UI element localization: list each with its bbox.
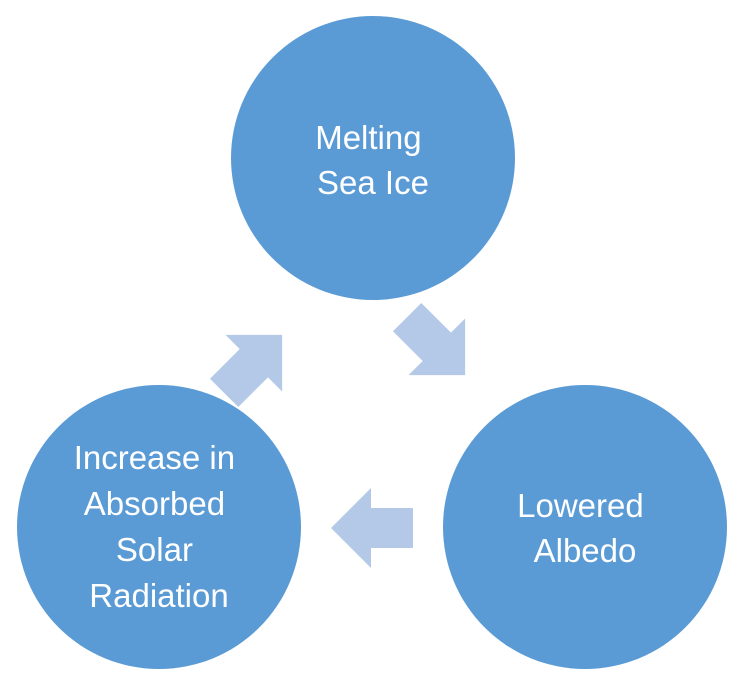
- node-label-line: Solar: [116, 531, 193, 568]
- cycle-arrows: [209, 302, 466, 568]
- node-label-line: Absorbed: [84, 485, 225, 522]
- node-increase-absorbed-solar-radiation: Increase in Absorbed Solar Radiation: [17, 385, 301, 669]
- svg-text:Increase in Absorbed: Increase in Absorbed Solar Radiation: [74, 439, 245, 614]
- node-melting-sea-ice: Melting Sea Ice: [231, 16, 515, 300]
- node-label-line: Increase in: [74, 439, 235, 476]
- arrow-melting-to-albedo: [392, 302, 466, 376]
- node-circle: [231, 16, 515, 300]
- svg-text:Melting Sea Ice: Melting Sea Ice: [315, 119, 431, 201]
- node-label-line: Albedo: [534, 532, 637, 569]
- svg-text:Lowered Albedo: Lowered Albedo: [517, 487, 653, 569]
- node-circle: [17, 385, 301, 669]
- node-lowered-albedo: Lowered Albedo: [443, 385, 727, 669]
- node-label-line: Lowered: [517, 487, 644, 524]
- node-label-line: Radiation: [89, 577, 228, 614]
- arrow-albedo-to-radiation: [331, 488, 413, 568]
- node-label-line: Melting: [315, 119, 421, 156]
- node-circle: [443, 385, 727, 669]
- arrow-radiation-to-melting: [209, 334, 283, 408]
- node-label-line: Sea Ice: [317, 164, 429, 201]
